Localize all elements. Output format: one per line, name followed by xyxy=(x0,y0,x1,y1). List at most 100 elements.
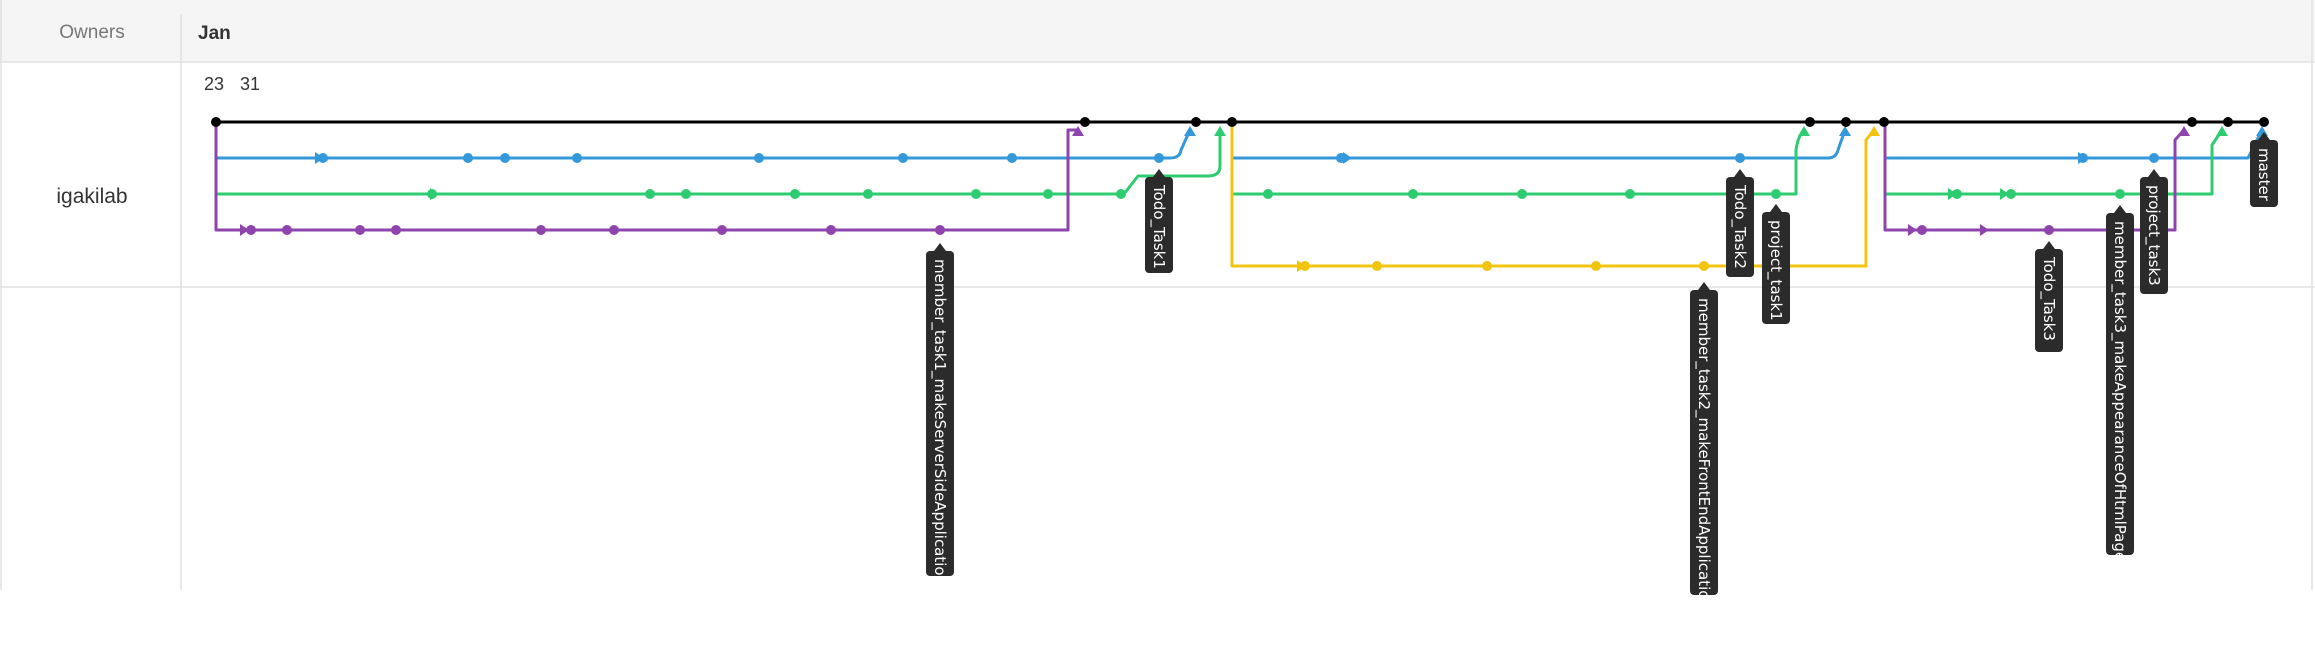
day-label-31: 31 xyxy=(240,74,260,94)
commit-dot[interactable] xyxy=(1699,261,1709,271)
commit-dot[interactable] xyxy=(863,189,873,199)
branch-label-text: member_task3_makeAppearanceOfHtmlPage xyxy=(2110,221,2129,561)
tag-box xyxy=(2250,140,2278,207)
arrow-head xyxy=(1908,224,1917,236)
arrow-head xyxy=(1343,152,1352,164)
commit-dot[interactable] xyxy=(1917,225,1927,235)
commit-dot[interactable] xyxy=(1408,189,1418,199)
branch-label-text: Todo_Task2 xyxy=(1730,184,1749,269)
commit-dot[interactable] xyxy=(1482,261,1492,271)
commit-dot[interactable] xyxy=(645,189,655,199)
commit-dot[interactable] xyxy=(1263,189,1273,199)
commit-dot[interactable] xyxy=(1591,261,1601,271)
commit-dot[interactable] xyxy=(826,225,836,235)
commit-dot[interactable] xyxy=(898,153,908,163)
commit-dot[interactable] xyxy=(681,189,691,199)
blue-branch-2 xyxy=(1230,122,1847,160)
branch-tag[interactable]: master xyxy=(2250,132,2278,207)
branch-tag[interactable]: Todo_Task2 xyxy=(1726,169,1754,277)
day-label-23: 23 xyxy=(204,74,224,94)
commit-dot[interactable] xyxy=(1841,117,1851,127)
commit-dot[interactable] xyxy=(1043,189,1053,199)
commit-dot[interactable] xyxy=(2006,189,2016,199)
commit-dot[interactable] xyxy=(1336,153,1346,163)
header-background xyxy=(0,0,2315,62)
tag-box xyxy=(1690,290,1718,595)
branch-label-text: project_task3 xyxy=(2144,185,2163,286)
commit-dot[interactable] xyxy=(2259,117,2269,127)
commit-dot[interactable] xyxy=(282,225,292,235)
tag-pointer xyxy=(1770,204,1782,212)
commit-dot[interactable] xyxy=(1300,261,1310,271)
commit-dot[interactable] xyxy=(572,153,582,163)
arrow-head xyxy=(2256,126,2268,136)
tag-pointer xyxy=(2148,169,2160,177)
commit-dot[interactable] xyxy=(1372,261,1382,271)
commit-dot[interactable] xyxy=(2115,189,2125,199)
arrow-head xyxy=(1839,126,1851,136)
branch-tag[interactable]: member_task3_makeAppearanceOfHtmlPage xyxy=(2106,205,2134,561)
purple-branch-3 xyxy=(1883,122,2186,232)
commit-dot[interactable] xyxy=(1154,153,1164,163)
branch-label-text: member_task2_makeFrontEndApplication xyxy=(1694,298,1713,609)
arrow-head xyxy=(2216,126,2228,136)
commit-dot[interactable] xyxy=(1080,117,1090,127)
arrow-head xyxy=(1868,126,1880,136)
tag-pointer xyxy=(2258,132,2270,140)
branch-label-text: member_task1_makeServerSideApplication xyxy=(930,259,949,585)
tag-box xyxy=(2140,177,2168,294)
commit-dot[interactable] xyxy=(246,225,256,235)
branch-tag[interactable]: member_task2_makeFrontEndApplication xyxy=(1690,282,1718,609)
blue-branch-3 xyxy=(1883,122,2264,160)
tag-box xyxy=(1145,177,1173,273)
commit-dot[interactable] xyxy=(609,225,619,235)
arrow-head xyxy=(1798,126,1810,136)
commit-dot[interactable] xyxy=(1771,189,1781,199)
branch-tag[interactable]: project_task1 xyxy=(1762,204,1790,324)
branch-tag[interactable]: project_task3 xyxy=(2140,169,2168,294)
commit-dot[interactable] xyxy=(427,189,437,199)
commit-dot[interactable] xyxy=(211,117,221,127)
commit-dot[interactable] xyxy=(2149,153,2159,163)
branch-labels: member_task1_makeServerSideApplication To… xyxy=(926,132,2278,609)
commit-dot[interactable] xyxy=(2044,225,2054,235)
month-label: Jan xyxy=(198,23,231,44)
branch-tag[interactable]: Todo_Task3 xyxy=(2035,241,2063,352)
commit-dot[interactable] xyxy=(500,153,510,163)
commit-dot[interactable] xyxy=(1191,117,1201,127)
commit-dot[interactable] xyxy=(717,225,727,235)
commit-dot[interactable] xyxy=(355,225,365,235)
branch-tag[interactable]: Todo_Task1 xyxy=(1145,169,1173,273)
branch-label-text: project_task1 xyxy=(1766,220,1785,321)
commit-dot[interactable] xyxy=(754,153,764,163)
commit-dot[interactable] xyxy=(1805,117,1815,127)
commit-dot[interactable] xyxy=(1007,153,1017,163)
commit-dot[interactable] xyxy=(1116,189,1126,199)
tag-box xyxy=(926,251,954,576)
branch-tag[interactable]: member_task1_makeServerSideApplication xyxy=(926,243,954,585)
commit-dot[interactable] xyxy=(2078,153,2088,163)
commit-dot[interactable] xyxy=(1879,117,1889,127)
arrow-head xyxy=(1184,126,1196,136)
green-branch-1 xyxy=(214,122,1222,196)
commit-dot[interactable] xyxy=(1227,117,1237,127)
tag-box xyxy=(2035,249,2063,352)
commit-dot[interactable] xyxy=(790,189,800,199)
commit-dot[interactable] xyxy=(536,225,546,235)
commit-dot[interactable] xyxy=(318,153,328,163)
commit-dot[interactable] xyxy=(2187,117,2197,127)
commit-dot[interactable] xyxy=(2223,117,2233,127)
commit-dot[interactable] xyxy=(971,189,981,199)
commit-dot[interactable] xyxy=(391,225,401,235)
commit-dot[interactable] xyxy=(1952,189,1962,199)
commit-dot[interactable] xyxy=(1517,189,1527,199)
commit-dot[interactable] xyxy=(1735,153,1745,163)
tag-pointer xyxy=(2043,241,2055,249)
commit-dot[interactable] xyxy=(463,153,473,163)
arrow-head xyxy=(1072,126,1084,136)
owner-name[interactable]: igakilab xyxy=(56,185,127,208)
commit-dot[interactable] xyxy=(935,225,945,235)
commit-dot[interactable] xyxy=(1625,189,1635,199)
tag-box xyxy=(1762,212,1790,324)
